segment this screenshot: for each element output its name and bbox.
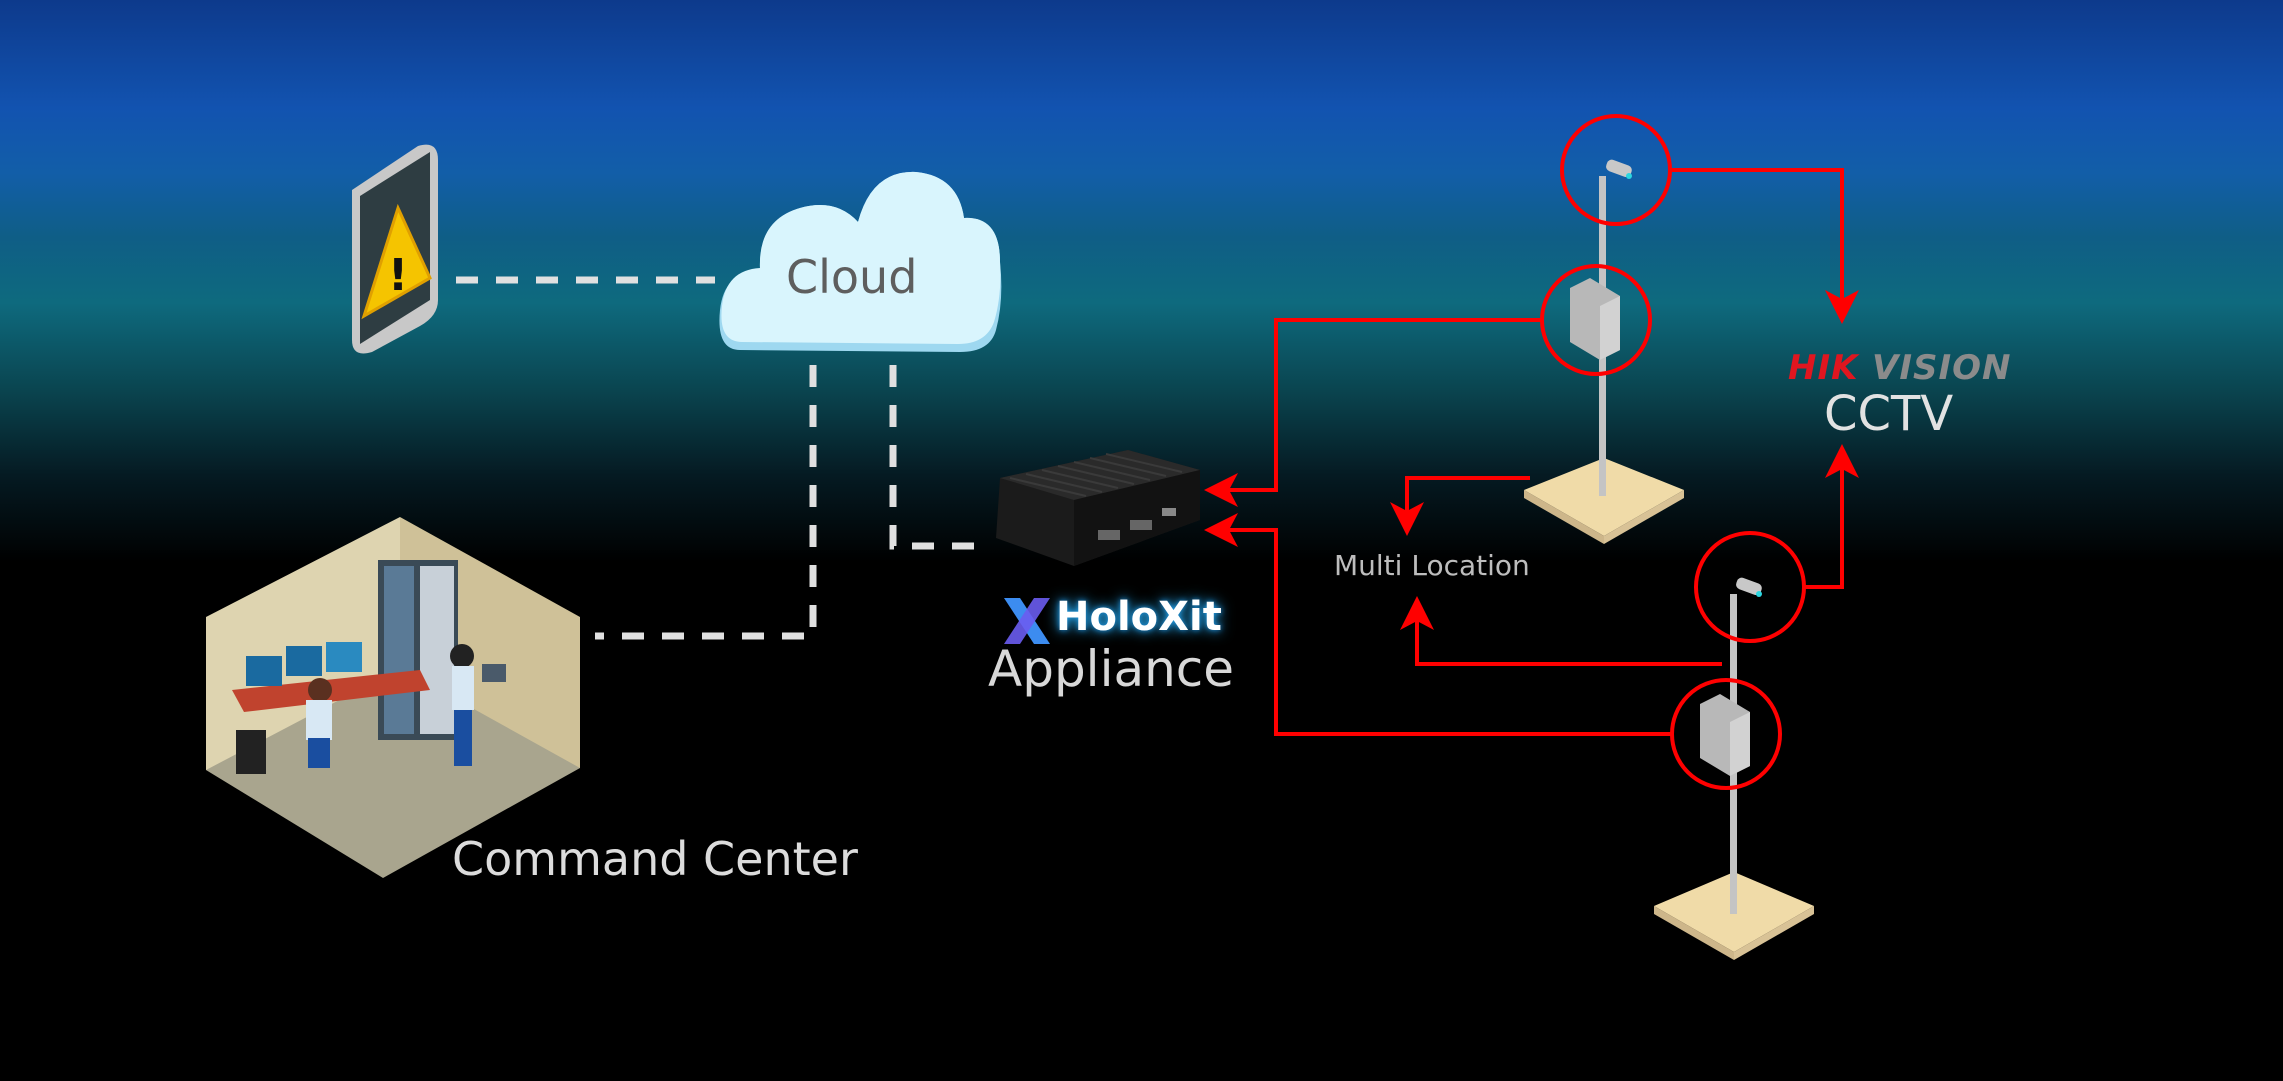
multi-location-label: Multi Location	[1334, 549, 1530, 582]
red-connectors	[1204, 168, 1859, 736]
camera-highlight-ring	[1560, 114, 1672, 226]
link-cloud-appliance	[889, 365, 975, 550]
cloud-label: Cloud	[786, 250, 918, 304]
link-pole1-box-appliance	[1204, 318, 1544, 507]
hikvision-logo-gray: VISION	[1872, 348, 2012, 388]
holoxit-brand-label: HoloXit	[1056, 594, 1222, 640]
svg-text:!: !	[388, 250, 408, 301]
control-room-illustration	[206, 517, 580, 878]
junction-box-highlight-ring	[1540, 264, 1652, 376]
camera-highlight-ring	[1694, 531, 1806, 643]
link-pole2-multi-location	[1400, 596, 1722, 666]
cctv-label: CCTV	[1824, 386, 1954, 442]
link-pole1-camera-cctv	[1672, 168, 1859, 324]
holoxit-x-logo-icon	[1004, 598, 1050, 644]
command-center-label: Command Center	[452, 832, 858, 886]
link-pole2-box-appliance	[1204, 513, 1672, 736]
fanless-mini-pc-icon	[996, 450, 1200, 566]
junction-box-icon	[1700, 694, 1750, 776]
junction-box-icon	[1570, 278, 1620, 360]
appliance-label: Appliance	[988, 640, 1235, 698]
junction-box-highlight-ring	[1670, 678, 1782, 790]
hikvision-logo-red: HIK	[1788, 348, 1859, 388]
link-pole1-multi-location	[1390, 476, 1530, 536]
link-cloud-command-center	[595, 365, 817, 640]
camera-pole-2	[1654, 531, 1814, 960]
smartphone-warning-icon: !	[352, 144, 438, 354]
cloud-icon	[719, 171, 1002, 352]
link-pole2-camera-cctv	[1805, 444, 1859, 589]
dashed-connectors	[456, 276, 975, 640]
security-camera-icon	[1606, 159, 1632, 179]
security-camera-icon	[1736, 577, 1762, 597]
camera-pole-1	[1524, 114, 1684, 544]
